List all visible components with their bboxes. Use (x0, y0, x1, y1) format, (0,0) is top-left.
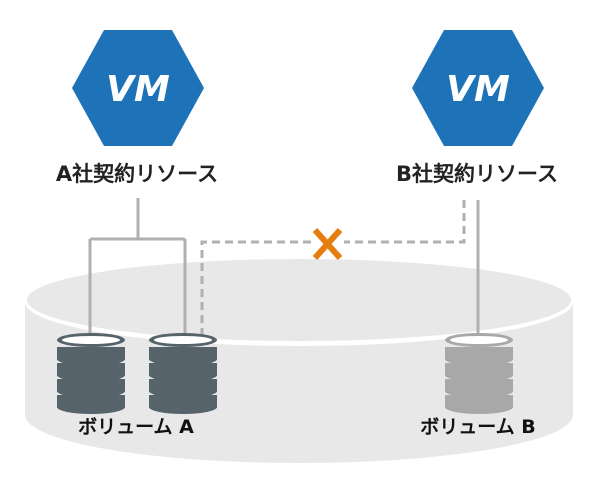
disk-band (445, 379, 513, 398)
disk-band (149, 395, 217, 414)
vm-a-hexagon-icon (72, 30, 204, 146)
disk-band (149, 347, 217, 366)
vm-a-connector (88, 198, 187, 338)
blocked-cross-icon (312, 228, 344, 260)
vm-b-label: B社契約リソース (396, 162, 558, 186)
disk-band (149, 379, 217, 398)
vm-a-node[interactable]: VM (72, 30, 204, 146)
volume-b-label: ボリューム B (420, 416, 536, 438)
vm-a-text: VM (106, 69, 170, 110)
disk-band (149, 363, 217, 382)
disk-band (57, 395, 125, 414)
storage-pool-top (27, 259, 571, 341)
disk-band (57, 363, 125, 382)
disk-cap-highlight (154, 336, 212, 344)
volume-a-disk-1-icon[interactable] (57, 333, 125, 414)
disk-band (445, 347, 513, 366)
vm-b-node[interactable]: VM (412, 30, 544, 146)
disk-band (445, 363, 513, 382)
vm-a-label: A社契約リソース (56, 162, 218, 186)
disk-cap-highlight (62, 336, 120, 344)
volume-b-disk-icon[interactable] (445, 333, 513, 414)
disk-band (57, 379, 125, 398)
volume-a-disk-2-icon[interactable] (149, 333, 217, 414)
volume-a-label: ボリューム A (78, 416, 194, 438)
vm-b-text: VM (446, 69, 510, 110)
disk-cap-highlight (450, 336, 508, 344)
disk-band (445, 395, 513, 414)
disk-band (57, 347, 125, 366)
vm-b-hexagon-icon (412, 30, 544, 146)
